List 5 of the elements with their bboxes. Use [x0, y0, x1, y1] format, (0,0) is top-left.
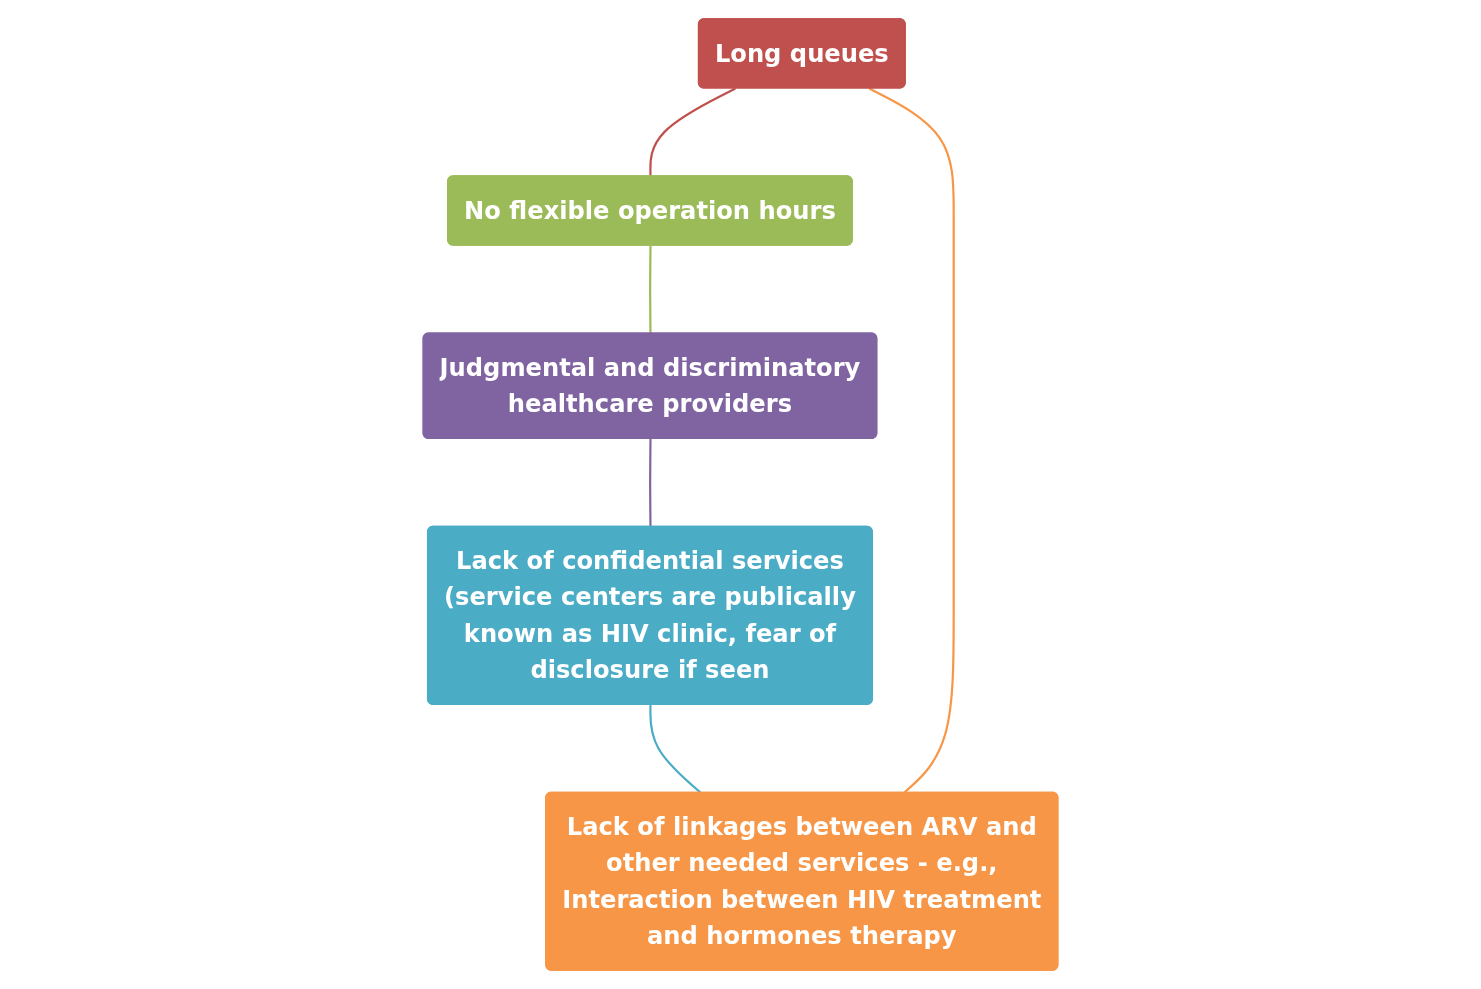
connector [649, 704, 702, 794]
connector [649, 245, 652, 334]
connector [649, 439, 652, 527]
connector [868, 87, 955, 794]
connector [649, 87, 736, 177]
